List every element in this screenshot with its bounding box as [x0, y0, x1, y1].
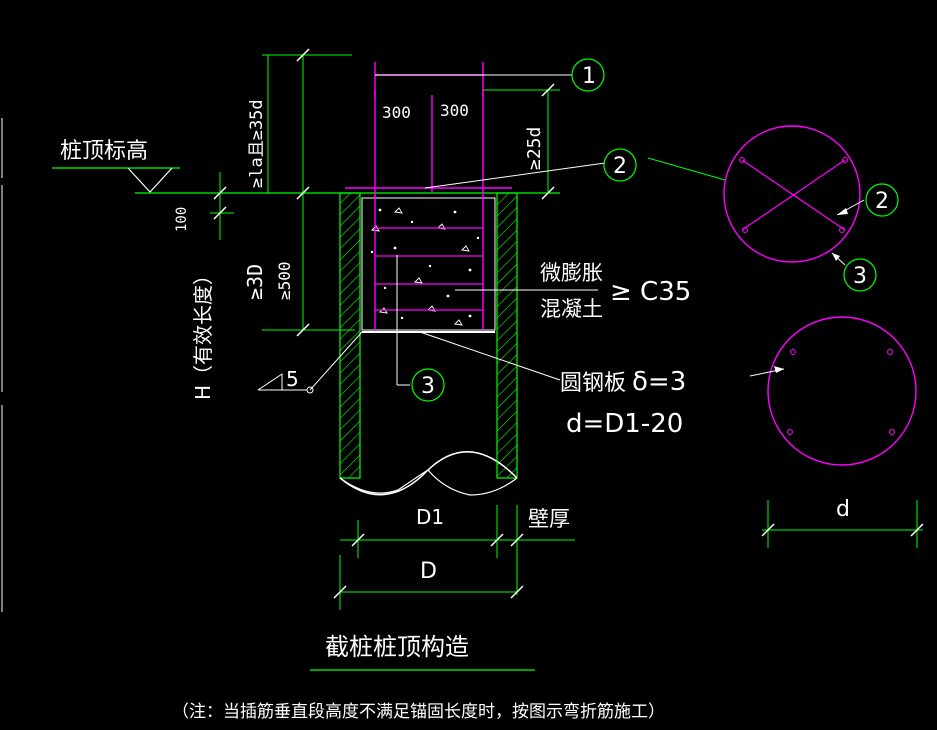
steel-plate-label: 圆钢板: [560, 371, 626, 396]
dim-100-label: 100: [174, 207, 190, 232]
title-group: 截桩桩顶构造: [310, 633, 535, 671]
drawing-note: （注：当插筋垂直段高度不满足锚固长度时，按图示弯折筋施工）: [172, 702, 665, 722]
plan-circle-top: 2 3: [723, 125, 899, 292]
steel-plate-label-group: 圆钢板 δ=3 d=D1-20: [419, 331, 686, 439]
callout-3-label: 3: [421, 374, 435, 399]
callout-2-right-label: 2: [875, 189, 889, 214]
dim-d-label: d: [836, 497, 850, 522]
concrete-grade-label: ≥ C35: [610, 277, 691, 307]
effective-length-label: H（有效长度）: [191, 265, 215, 400]
callout-1-top: 1: [375, 58, 605, 92]
plan-circle-bottom: [749, 316, 917, 466]
concrete-label-group: 微膨胀 混凝土 ≥ C35: [455, 261, 691, 321]
micro-expansion-label: 微膨胀: [540, 261, 603, 285]
pile-body: [339, 192, 518, 496]
callout-1-label: 1: [582, 64, 596, 89]
dim-D1: D1 壁厚: [340, 505, 575, 595]
weld-size-label: 5: [286, 367, 299, 391]
dim-300-left: 300: [382, 103, 411, 122]
ge-500-label: ≥500: [275, 261, 294, 300]
dim-300-right: 300: [440, 101, 469, 120]
delta-label: δ=3: [632, 367, 686, 397]
ge-25d-label: ≥25d: [524, 127, 545, 170]
d-formula-label: d=D1-20: [566, 409, 683, 439]
callout-2-label: 2: [613, 154, 627, 179]
dim-D: D: [333, 555, 524, 610]
dim-d: d: [761, 497, 924, 548]
callout-3-right-label: 3: [853, 264, 867, 289]
elevation-marker: 桩顶标高: [52, 139, 560, 194]
anchor-length-label: ≥la且≥35d: [247, 99, 267, 188]
dim-D1-label: D1: [416, 505, 444, 529]
anchor-length-dim: ≥la且≥35d ≥3D ≥500: [243, 48, 355, 337]
concrete-fill: [361, 197, 496, 333]
dim-100: 100: [174, 172, 234, 240]
concrete-label: 混凝土: [540, 297, 603, 321]
pile-top-elevation-label: 桩顶标高: [60, 139, 148, 164]
ge-3d-label: ≥3D: [243, 264, 267, 300]
dim-25d: ≥25d: [483, 83, 560, 200]
weld-symbol: 5: [257, 331, 363, 394]
drawing-title: 截桩桩顶构造: [325, 633, 469, 661]
rebar-dims: 300 300: [382, 101, 469, 122]
wall-thickness-label: 壁厚: [528, 507, 570, 531]
callout-3-bottom: 3: [396, 255, 445, 402]
dim-D-label: D: [420, 559, 437, 584]
callout-2-mid: 2: [424, 148, 726, 189]
